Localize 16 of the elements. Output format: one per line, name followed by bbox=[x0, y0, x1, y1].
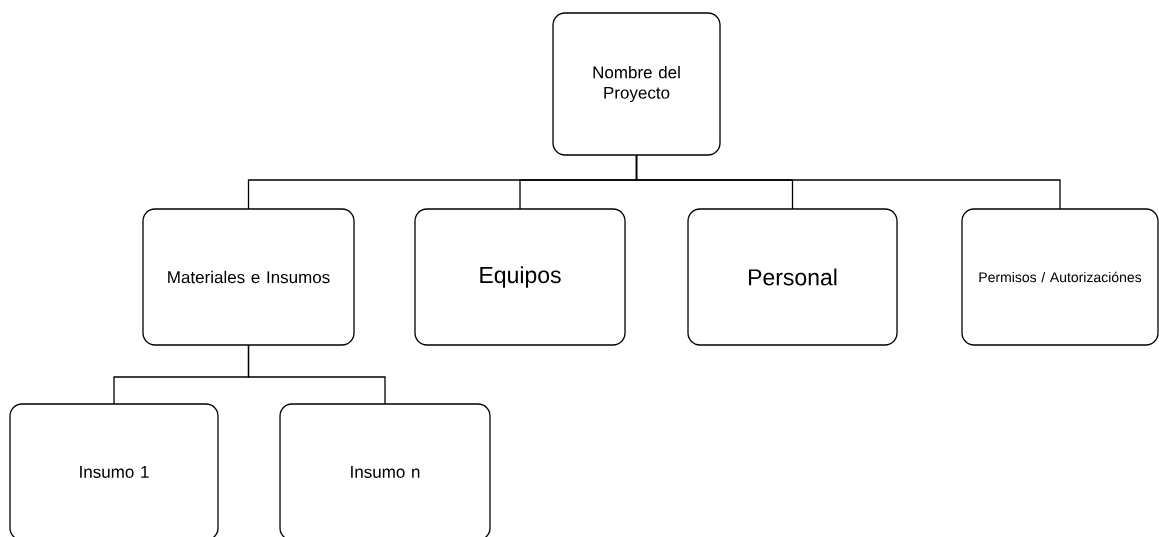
node-label: Personal bbox=[749, 268, 837, 286]
process-box bbox=[687, 208, 898, 346]
connector-line bbox=[247, 344, 386, 405]
process-box bbox=[552, 12, 721, 156]
process-box bbox=[279, 403, 491, 537]
node-label: Materiales e Insumos bbox=[168, 270, 330, 284]
node-label: Equipos bbox=[480, 266, 561, 288]
node-label: Permisos / Autorizaciónes bbox=[979, 271, 1142, 283]
process-box bbox=[9, 403, 219, 537]
process-box bbox=[961, 208, 1159, 346]
process-box bbox=[142, 208, 355, 346]
node-label: Insumo 1 bbox=[80, 466, 149, 478]
process-box bbox=[414, 208, 626, 346]
node-label: Insumo n bbox=[351, 466, 420, 478]
connector-line bbox=[635, 154, 1061, 210]
node-label: Nombre del Proyecto bbox=[593, 65, 680, 103]
